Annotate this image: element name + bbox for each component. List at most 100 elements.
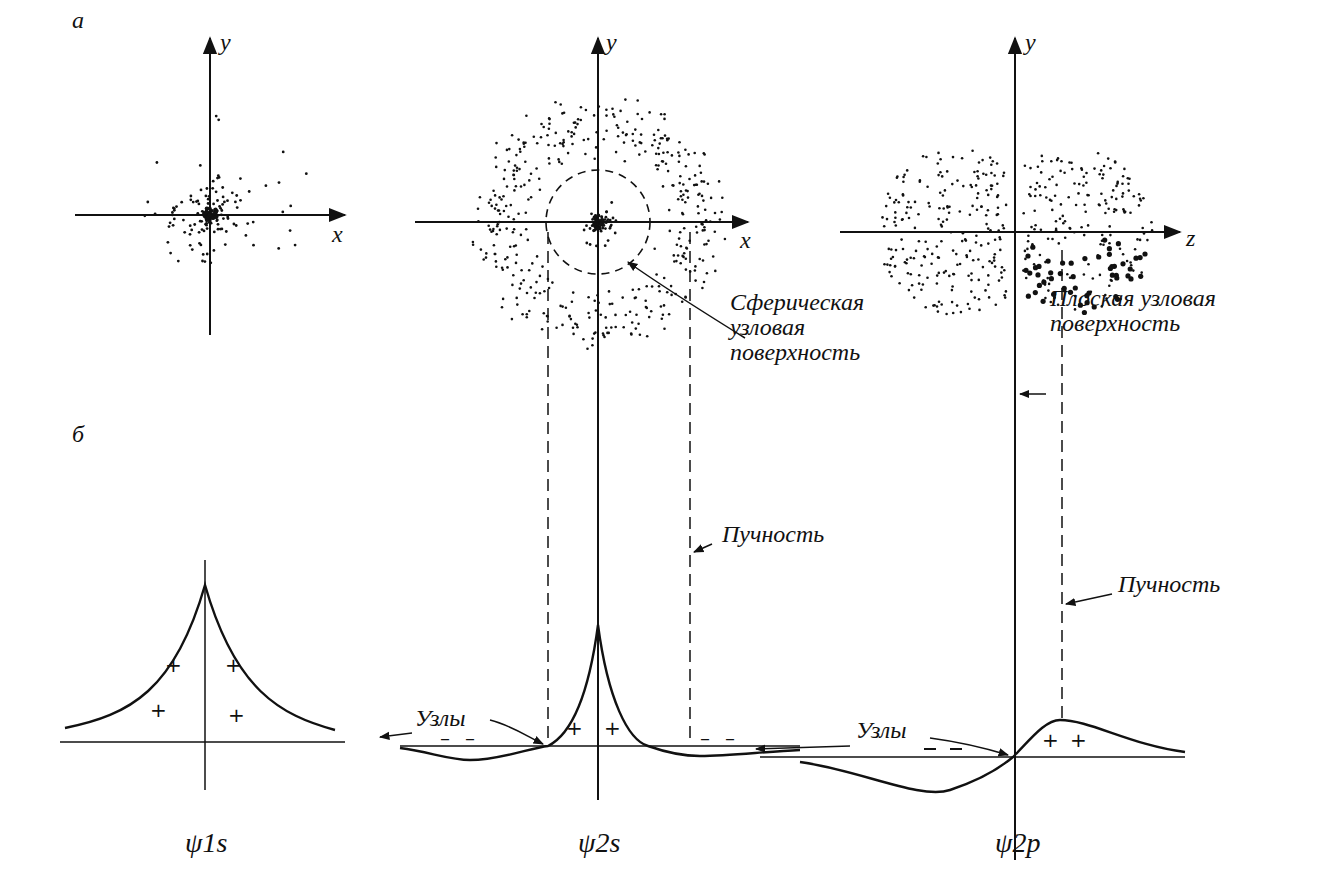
density-dot <box>624 160 627 163</box>
density-dot <box>514 164 517 167</box>
density-dot <box>994 265 997 268</box>
density-dot <box>956 304 959 307</box>
density-dot <box>660 305 663 308</box>
density-dot <box>937 256 940 259</box>
density-dot <box>234 201 237 204</box>
density-dot <box>996 214 999 217</box>
density-dot <box>1002 224 1005 227</box>
density-dot <box>703 153 706 156</box>
density-dot <box>605 211 608 214</box>
density-dot <box>543 312 546 315</box>
density-dot <box>572 333 575 336</box>
density-dot <box>527 239 530 242</box>
density-dot <box>1080 167 1083 170</box>
density-dot <box>1048 178 1051 181</box>
density-dot <box>997 194 1000 197</box>
density-dot <box>938 272 941 275</box>
density-dot <box>610 201 613 204</box>
density-dot <box>528 310 531 313</box>
density-dot <box>644 300 647 303</box>
density-dot <box>167 241 170 244</box>
density-dot <box>619 110 622 113</box>
density-dot <box>1093 167 1096 170</box>
density-dot <box>1039 194 1042 197</box>
density-dot <box>971 149 974 152</box>
density-dot <box>281 211 284 214</box>
density-dot <box>570 318 573 321</box>
density-dot <box>1101 177 1104 180</box>
density-dot <box>672 184 675 187</box>
density-dot <box>540 123 543 126</box>
density-dot <box>1087 263 1090 266</box>
axis-label: x <box>740 228 751 253</box>
density-dot <box>987 209 990 212</box>
density-dot <box>924 256 927 259</box>
density-dot <box>546 320 549 323</box>
density-dot <box>1105 202 1108 205</box>
density-dot <box>977 258 980 261</box>
density-dot <box>1073 182 1076 185</box>
density-dot <box>1102 173 1105 176</box>
density-dot <box>177 260 180 263</box>
density-dot <box>932 304 935 307</box>
density-dot <box>182 219 185 222</box>
density-dot <box>600 218 604 222</box>
density-dot <box>531 262 534 265</box>
density-dot <box>673 260 676 263</box>
density-dot <box>530 286 533 289</box>
density-dot <box>987 274 990 277</box>
density-dot <box>678 161 681 164</box>
density-dot <box>1068 227 1071 230</box>
density-dot <box>1097 254 1100 257</box>
density-dot <box>205 195 208 198</box>
density-dot <box>946 218 949 221</box>
density-dot <box>614 314 617 317</box>
density-dot <box>512 231 515 234</box>
density-dot <box>516 169 519 172</box>
density-dot <box>1100 169 1103 172</box>
density-dot <box>571 301 574 304</box>
density-dot <box>1024 250 1027 253</box>
density-dot <box>1085 182 1088 185</box>
density-dot <box>525 228 528 231</box>
density-dot <box>707 239 710 242</box>
density-dot <box>172 207 175 210</box>
density-dot <box>1087 194 1090 197</box>
density-dot <box>894 211 897 214</box>
density-dot <box>680 245 683 248</box>
density-dot <box>1062 215 1065 218</box>
density-dot <box>1098 173 1101 176</box>
density-dot <box>205 210 208 213</box>
density-dot <box>600 215 603 218</box>
density-dot <box>504 258 507 261</box>
density-dot <box>592 229 595 232</box>
density-dot <box>1063 171 1066 174</box>
density-dot <box>515 297 518 300</box>
density-dot <box>239 177 242 180</box>
density-dot <box>1005 290 1008 293</box>
density-dot <box>526 292 529 295</box>
density-dot <box>217 228 220 231</box>
density-dot <box>601 227 604 230</box>
density-dot <box>222 217 225 220</box>
density-dot <box>685 268 688 271</box>
sign-label: + <box>150 700 167 721</box>
density-dot <box>612 217 615 220</box>
density-dot <box>938 301 941 304</box>
density-dot <box>557 158 560 161</box>
density-dot <box>985 173 988 176</box>
density-dot <box>1122 208 1125 211</box>
density-dot <box>235 224 238 227</box>
density-dot <box>548 162 551 165</box>
density-dot <box>169 252 172 255</box>
density-dot <box>1129 212 1132 215</box>
density-dot <box>952 156 955 159</box>
density-dot <box>541 328 544 331</box>
density-dot <box>703 180 706 183</box>
density-dot <box>201 228 204 231</box>
density-dot <box>505 227 508 230</box>
density-dot <box>522 279 525 282</box>
density-dot <box>701 195 704 198</box>
density-dot <box>1097 152 1100 155</box>
density-dot <box>1038 185 1041 188</box>
